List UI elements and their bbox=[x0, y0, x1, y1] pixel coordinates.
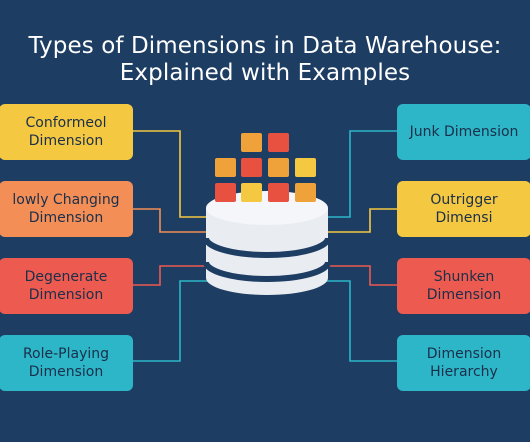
box-outrigger-dimension: Outrigger Dimensi bbox=[397, 181, 530, 237]
data-cubes-icon bbox=[215, 133, 316, 202]
connector-hierarchy bbox=[326, 280, 397, 362]
connector-outrigger bbox=[326, 208, 397, 233]
box-degenerate-dimension: Degenerate Dimension bbox=[0, 258, 133, 314]
label-conformed-dimension: Conformeol Dimension bbox=[25, 115, 107, 149]
label-shrunken-dimension: Shunken Dimension bbox=[426, 269, 502, 303]
title-line-1: Types of Dimensions in Data Warehouse: bbox=[28, 33, 502, 59]
connector-shrunken bbox=[326, 265, 397, 286]
box-role-playing-dimension: Role-Playing Dimension bbox=[0, 335, 133, 391]
box-dimension-hierarchy: Dimension Hierarchy bbox=[397, 335, 530, 391]
label-degenerate-dimension: Degenerate Dimension bbox=[24, 269, 108, 303]
connector-junk bbox=[326, 130, 397, 218]
box-conformed-dimension: Conformeol Dimension bbox=[0, 104, 133, 160]
connector-degenerate bbox=[133, 265, 208, 286]
label-dimension-hierarchy: Dimension Hierarchy bbox=[426, 346, 502, 380]
label-slowly-changing-dimension: lowly Changing Dimension bbox=[12, 192, 120, 226]
connector-slowly-changing bbox=[133, 208, 208, 233]
connector-role-playing bbox=[133, 280, 208, 362]
database-icon bbox=[203, 191, 331, 295]
label-outrigger-dimension: Outrigger Dimensi bbox=[430, 192, 498, 226]
label-junk-dimension: Junk Dimension bbox=[409, 124, 519, 140]
box-junk-dimension: Junk Dimension bbox=[397, 104, 530, 160]
title-line-2: Explained with Examples bbox=[119, 60, 411, 86]
box-slowly-changing-dimension: lowly Changing Dimension bbox=[0, 181, 133, 237]
label-role-playing-dimension: Role-Playing Dimension bbox=[22, 346, 110, 380]
connector-conformed bbox=[133, 130, 208, 218]
box-shrunken-dimension: Shunken Dimension bbox=[397, 258, 530, 314]
